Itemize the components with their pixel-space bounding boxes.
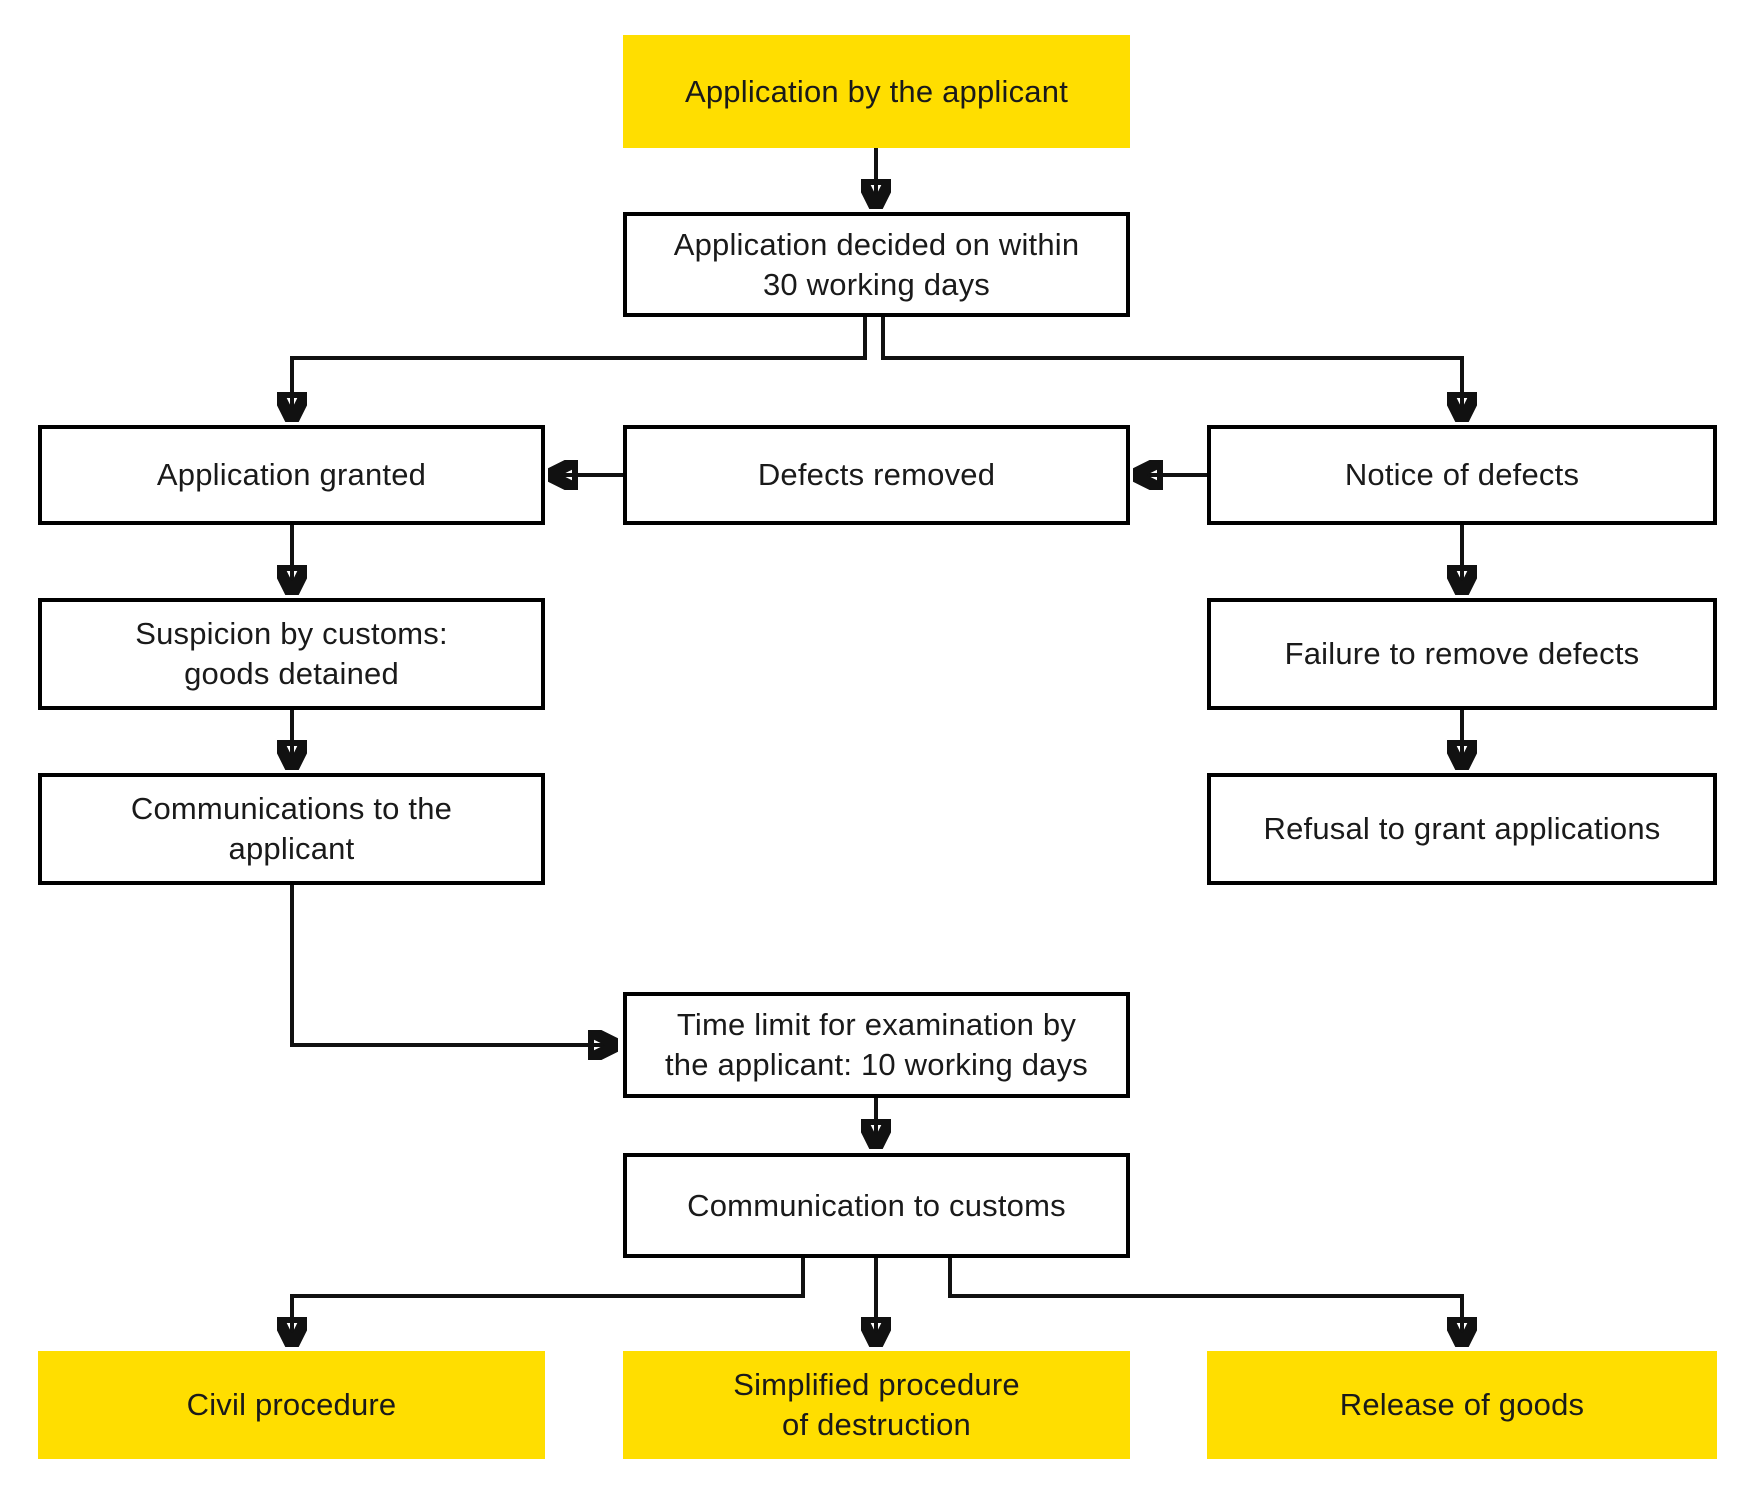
node-application-decided: Application decided on within 30 working… [623, 212, 1130, 317]
node-communications-to-applicant: Communications to the applicant [38, 773, 545, 885]
node-label: Failure to remove defects [1284, 636, 1640, 672]
node-defects-removed: Defects removed [623, 425, 1130, 525]
connector-decided-to-granted [292, 315, 867, 419]
node-label: Refusal to grant applications [1263, 811, 1661, 847]
node-simplified-procedure-destruction: Simplified procedure of destruction [623, 1351, 1130, 1459]
node-label: Defects removed [757, 457, 996, 493]
node-label: Application by the applicant [684, 73, 1069, 109]
node-suspicion-by-customs: Suspicion by customs: goods detained [38, 598, 545, 710]
node-label: Application granted [156, 457, 427, 493]
node-failure-to-remove-defects: Failure to remove defects [1207, 598, 1717, 710]
node-civil-procedure: Civil procedure [38, 1351, 545, 1459]
node-label: Suspicion by customs: goods detained [135, 616, 448, 691]
node-notice-of-defects: Notice of defects [1207, 425, 1717, 525]
node-label: Release of goods [1339, 1387, 1585, 1423]
node-label: Communications to the applicant [130, 791, 453, 866]
connector-communications-to-time-limit [290, 885, 615, 1045]
node-label: Time limit for examination by the applic… [664, 1007, 1089, 1082]
connector-communication-to-civil [292, 1258, 805, 1344]
node-communication-to-customs: Communication to customs [623, 1153, 1130, 1258]
node-label: Communication to customs [687, 1187, 1066, 1223]
node-label: Notice of defects [1344, 457, 1580, 493]
node-label: Application decided on within 30 working… [673, 226, 1080, 302]
node-label: Civil procedure [186, 1387, 397, 1423]
node-label: Simplified procedure of destruction [733, 1367, 1020, 1442]
node-application-granted: Application granted [38, 425, 545, 525]
node-application-by-applicant: Application by the applicant [623, 35, 1130, 148]
node-release-of-goods: Release of goods [1207, 1351, 1717, 1459]
connector-communication-to-release [948, 1258, 1462, 1344]
node-refusal-to-grant: Refusal to grant applications [1207, 773, 1717, 885]
node-time-limit-examination: Time limit for examination by the applic… [623, 992, 1130, 1098]
connector-decided-to-notice [881, 315, 1462, 419]
